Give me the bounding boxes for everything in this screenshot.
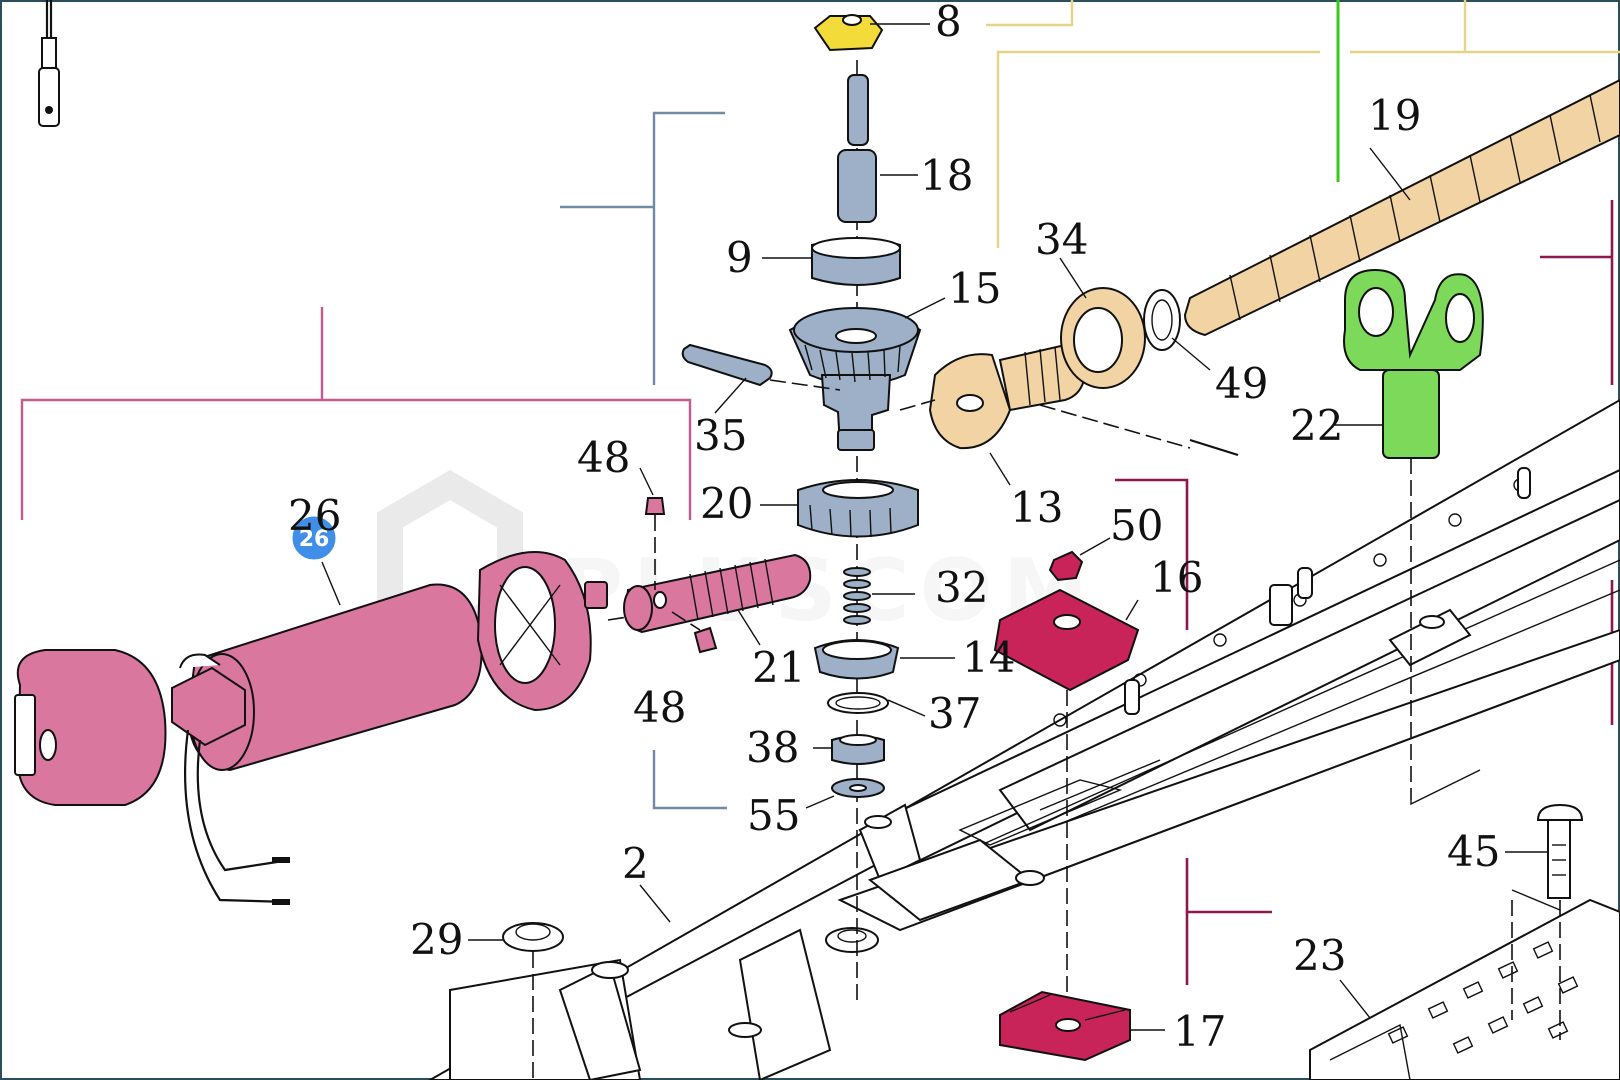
motor-end-cap (16, 649, 167, 806)
part-55-washer (831, 778, 885, 798)
label-26: 26 (288, 491, 341, 540)
label-50: 50 (1110, 501, 1163, 550)
label-32: 32 (935, 563, 988, 612)
screw-threads (1229, 94, 1601, 321)
part-48-screw-top (644, 497, 666, 590)
leader-26 (321, 561, 341, 606)
label-23: 23 (1293, 931, 1346, 980)
yellow-bracket-left (996, 50, 1320, 248)
label-38: 38 (746, 723, 799, 772)
part-50-nut (1048, 550, 1084, 582)
part-19-lead-screw (1183, 78, 1620, 337)
blue-bracket-top (652, 111, 725, 385)
part-16-nut-plate (993, 588, 1140, 692)
badge-label: 26 (299, 527, 330, 552)
motor-end-cap-clip (14, 694, 36, 776)
label-34: 34 (1035, 215, 1088, 264)
part-48-screw-bottom (671, 611, 718, 654)
rail-track (427, 398, 1620, 1080)
leader-lines (468, 23, 1548, 1031)
label-48-bottom: 48 (633, 683, 686, 732)
label-8: 8 (935, 0, 962, 46)
pink-bracket (20, 398, 692, 520)
label-21: 21 (752, 643, 805, 692)
label-18: 18 (920, 151, 973, 200)
wire-connector-icon (38, 0, 60, 127)
label-37: 37 (928, 689, 981, 738)
selected-part-badge[interactable]: 26 (289, 513, 339, 563)
label-45: 45 (1447, 827, 1500, 876)
part-8-yellow-cap (813, 14, 884, 52)
crimson-bracket-top (1115, 478, 1189, 630)
part-17-nut-plate (999, 990, 1131, 1062)
label-15: 15 (948, 264, 1001, 313)
part-29-nut (502, 922, 564, 1080)
part-37-circlip (827, 692, 889, 714)
label-13: 13 (1010, 483, 1063, 532)
part-34-bearing (1060, 287, 1146, 389)
label-20: 20 (700, 479, 753, 528)
part-49-washer (1143, 289, 1181, 351)
part-9-bushing (811, 237, 901, 286)
part-38-washer (831, 734, 885, 765)
label-22: 22 (1290, 401, 1343, 450)
part-32-spring (843, 567, 871, 625)
part-18-pin (837, 74, 877, 223)
label-17: 17 (1173, 1007, 1226, 1056)
worm-threads (689, 558, 774, 621)
label-14: 14 (962, 633, 1015, 682)
label-19: 19 (1368, 91, 1421, 140)
part-15-bevel-gear (788, 307, 922, 451)
yellow-bracket-top (986, 0, 1074, 27)
motor-assembly (14, 551, 641, 905)
label-2: 2 (622, 839, 649, 888)
part-45-bolt (1536, 803, 1584, 899)
label-55: 55 (747, 791, 800, 840)
group-bracket-lines (20, 0, 1620, 985)
part-20-ring-gear (797, 479, 919, 538)
blue-bracket-bottom (652, 750, 727, 810)
label-9: 9 (726, 233, 753, 282)
part-labels: 8 18 9 15 19 34 49 22 35 13 48 20 50 16 … (288, 0, 1500, 1056)
part-23-plate (1309, 889, 1620, 1080)
label-35: 35 (694, 411, 747, 460)
part-21-worm-shaft (623, 553, 812, 634)
part-35-key (681, 343, 841, 391)
part-22-bracket (1343, 268, 1484, 806)
label-48-top: 48 (577, 433, 630, 482)
label-16: 16 (1150, 553, 1203, 602)
part-14-bushing (813, 639, 900, 680)
motor-connector (171, 666, 246, 747)
label-49: 49 (1215, 359, 1268, 408)
label-29: 29 (410, 915, 463, 964)
